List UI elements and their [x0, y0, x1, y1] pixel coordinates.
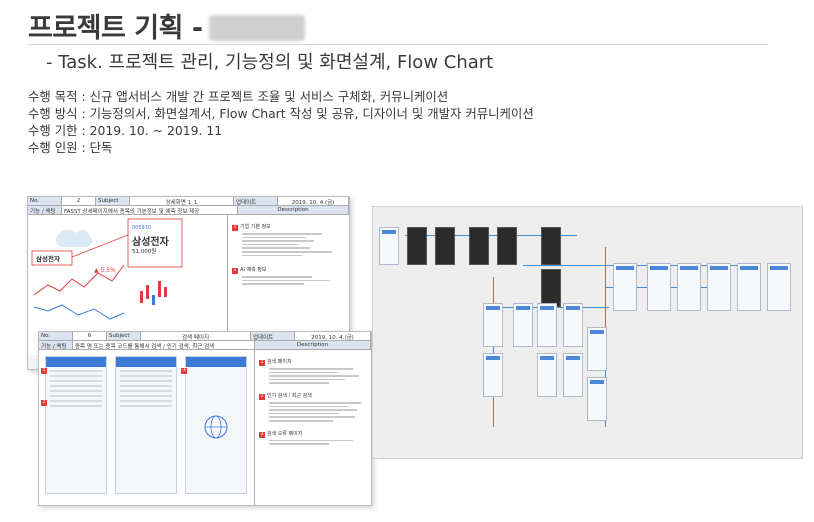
number-badge-1: 1 [232, 225, 238, 231]
spec-doc-subheader: 기능 / 액팅 종목 명 또는 종목 코드를 통해서 검색 / 인기 검색, 최… [39, 341, 371, 350]
meta-row-purpose: 수행 목적 : 신규 앱서비스 개발 간 프로젝트 조율 및 서비스 구체화, … [28, 89, 449, 104]
stock-change: ▲ 5.5% [94, 267, 116, 274]
flow-screen [537, 303, 557, 347]
flow-screen [537, 353, 557, 397]
globe-icon [204, 415, 228, 439]
flow-connector [493, 277, 494, 427]
spec-doc-search: No. 6 Subject 검색 페이지 업데이트 2019. 10. 4.(금… [38, 331, 372, 506]
spec-doc-subheader: 기능 / 액팅 FASST 상세페이지에서 종목의 기본정보 및 예측 정보 제… [28, 206, 349, 215]
company-name-small: 삼성전자 [36, 255, 60, 263]
number-badge-3: 3 [259, 431, 265, 438]
meta-row-method: 수행 방식 : 기능정의서, 화면설계서, Flow Chart 작성 및 공유… [28, 106, 534, 121]
meta-row-period: 수행 기한 : 2019. 10. ~ 2019. 11 [28, 123, 223, 138]
flow-screen [613, 263, 637, 311]
flow-screen [587, 377, 607, 421]
flow-screen [483, 303, 503, 347]
redacted-name-block [208, 15, 305, 41]
phone-mockup-results [115, 356, 177, 494]
flow-screen [563, 353, 583, 397]
stock-price: 51,000원 [132, 249, 157, 255]
number-badge-1: 1 [41, 368, 47, 374]
task-subtitle: - Task. 프로젝트 관리, 기능정의 및 화면설계, Flow Chart [46, 52, 494, 73]
flow-screen [737, 263, 761, 311]
flow-screen [541, 227, 561, 265]
flow-screen [767, 263, 791, 311]
spec-doc-wireframe: 1 2 3 [39, 350, 255, 505]
number-badge-2: 2 [259, 393, 265, 400]
flow-screen-splash [379, 227, 399, 265]
phone-mockup-search [45, 356, 107, 494]
number-badge-3: 3 [181, 368, 187, 374]
number-badge-2: 2 [41, 400, 47, 406]
spec-doc-header: No. 2 Subject 상세화면 1_1 업데이트 2019. 10. 4.… [28, 197, 349, 206]
flow-screen [541, 269, 561, 307]
flow-screen [435, 227, 455, 265]
flow-screen [469, 227, 489, 265]
flow-screen [407, 227, 427, 265]
flow-screen [563, 303, 583, 347]
flow-screen [497, 227, 517, 265]
flow-chart-thumbnail [372, 206, 803, 459]
stock-code: 005930 [132, 225, 152, 231]
page-title: 프로젝트 기획 - [28, 6, 305, 45]
meta-row-members: 수행 인원 : 단독 [28, 140, 113, 155]
company-name: 삼성전자 [132, 237, 169, 248]
project-meta: 수행 목적 : 신규 앱서비스 개발 간 프로젝트 조율 및 서비스 구체화, … [28, 88, 534, 156]
flow-screen [587, 327, 607, 371]
page-title-text: 프로젝트 기획 - [28, 13, 203, 44]
flow-connector [405, 235, 577, 236]
title-divider [28, 44, 768, 45]
flow-screen [677, 263, 701, 311]
flow-screen [483, 353, 503, 397]
number-badge-2: 2 [232, 268, 238, 275]
flow-screen [707, 263, 731, 311]
flow-connector [523, 265, 759, 266]
flow-screen [647, 263, 671, 311]
phone-mockup-error [185, 356, 247, 494]
number-badge-1: 1 [259, 360, 265, 366]
flow-screen [513, 303, 533, 347]
spec-doc-header: No. 6 Subject 검색 페이지 업데이트 2019. 10. 4.(금… [39, 332, 371, 341]
